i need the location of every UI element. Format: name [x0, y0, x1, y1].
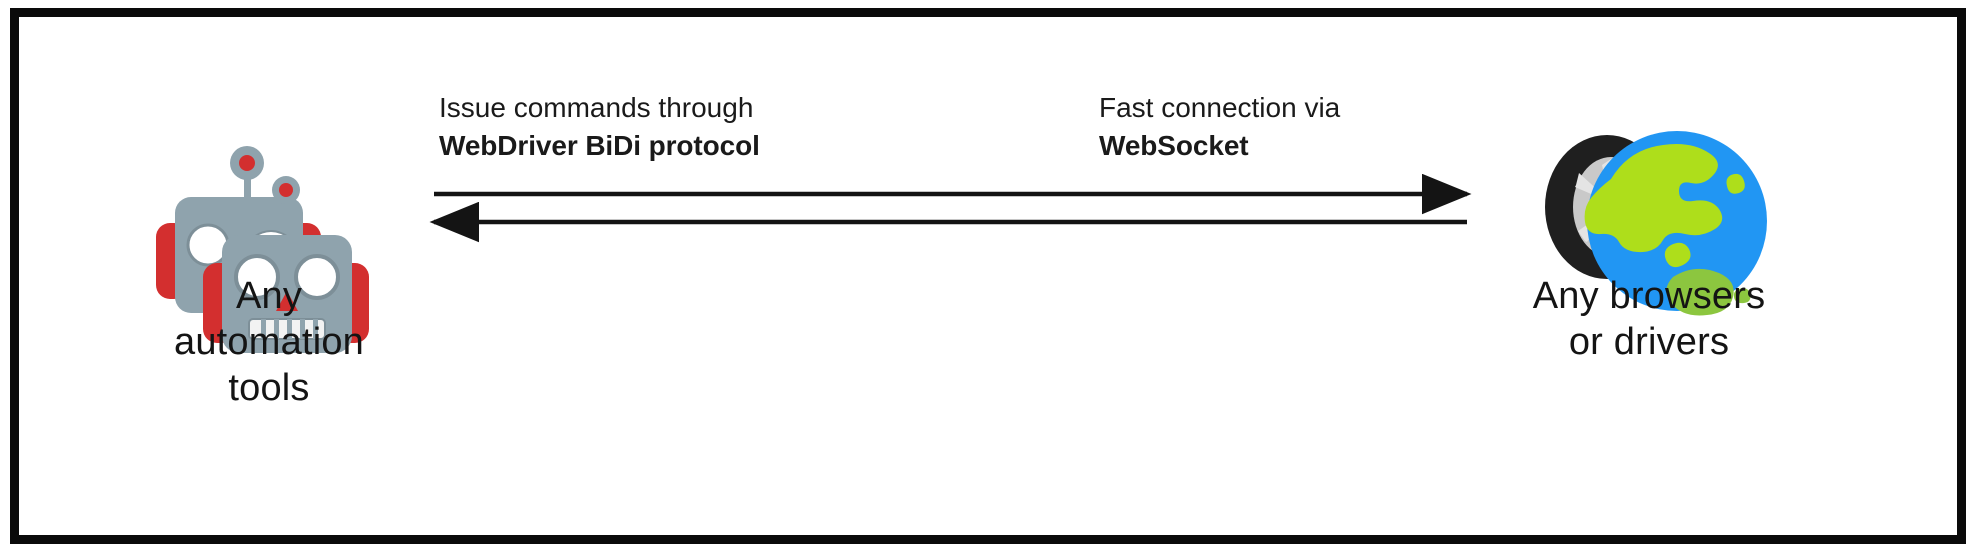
- edge-label-commands: Issue commands through WebDriver BiDi pr…: [439, 89, 760, 165]
- edge-label-connection-line2: WebSocket: [1099, 130, 1249, 161]
- node-caption-browsers-drivers: Any browsers or drivers: [1532, 275, 1766, 363]
- edge-label-commands-line1: Issue commands through: [439, 92, 754, 123]
- node-caption-automation-tools: Any automation tools: [173, 275, 364, 409]
- globe-icon: [1584, 131, 1767, 316]
- robot-icon: [137, 135, 387, 365]
- edge-label-connection-line1: Fast connection via: [1099, 92, 1341, 123]
- globe-and-tire-icon: [1515, 113, 1785, 328]
- edge-label-connection: Fast connection via WebSocket: [1099, 89, 1340, 165]
- arrow-group: [429, 173, 1472, 243]
- diagram-frame: Issue commands through WebDriver BiDi pr…: [10, 8, 1966, 544]
- edge-label-commands-line2: WebDriver BiDi protocol: [439, 130, 760, 161]
- diagram-canvas: Issue commands through WebDriver BiDi pr…: [19, 17, 1957, 535]
